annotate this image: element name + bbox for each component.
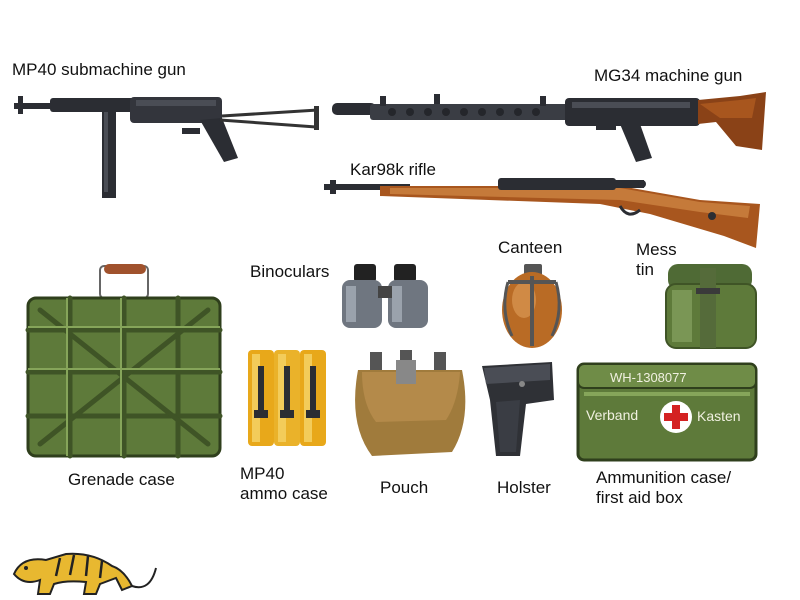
mp40-ammo-label-line1: MP40 xyxy=(240,464,285,483)
kasten-text: Kasten xyxy=(697,408,741,424)
kar98k-label: Kar98k rifle xyxy=(350,160,436,179)
mp40-label: MP40 submachine gun xyxy=(12,60,186,79)
mess-tin-label-line1: Mess xyxy=(636,240,677,259)
holster-icon xyxy=(482,362,554,456)
tiger-logo-icon xyxy=(12,552,157,595)
binoculars-label: Binoculars xyxy=(250,262,330,281)
ammo-case-label-line2: first aid box xyxy=(596,488,683,507)
canteen-icon xyxy=(502,264,562,348)
mg34-icon xyxy=(332,92,766,162)
binoculars-icon xyxy=(342,264,428,328)
canteen-label: Canteen xyxy=(498,238,563,257)
grenade-case-label: Grenade case xyxy=(68,470,175,489)
ammo-case-label-line1: Ammunition case/ xyxy=(596,468,732,487)
serial-number: WH-1308077 xyxy=(610,370,687,385)
mess-tin-icon xyxy=(665,264,757,349)
mp40-ammo-label-line2: ammo case xyxy=(240,484,328,503)
verband-text: Verband xyxy=(586,407,638,423)
mp40-icon xyxy=(14,96,319,198)
ammo-case-icon: WH-1308077 Verband Kasten xyxy=(576,362,758,462)
mg34-label: MG34 machine gun xyxy=(594,66,743,85)
kar98k-icon xyxy=(324,178,760,248)
holster-label: Holster xyxy=(497,478,551,497)
pouch-label: Pouch xyxy=(380,478,429,497)
pouch-icon xyxy=(355,350,466,456)
mess-tin-label-line2: tin xyxy=(636,260,654,279)
ammo-pouch-icon xyxy=(248,350,326,446)
grenade-case-icon xyxy=(25,264,223,459)
